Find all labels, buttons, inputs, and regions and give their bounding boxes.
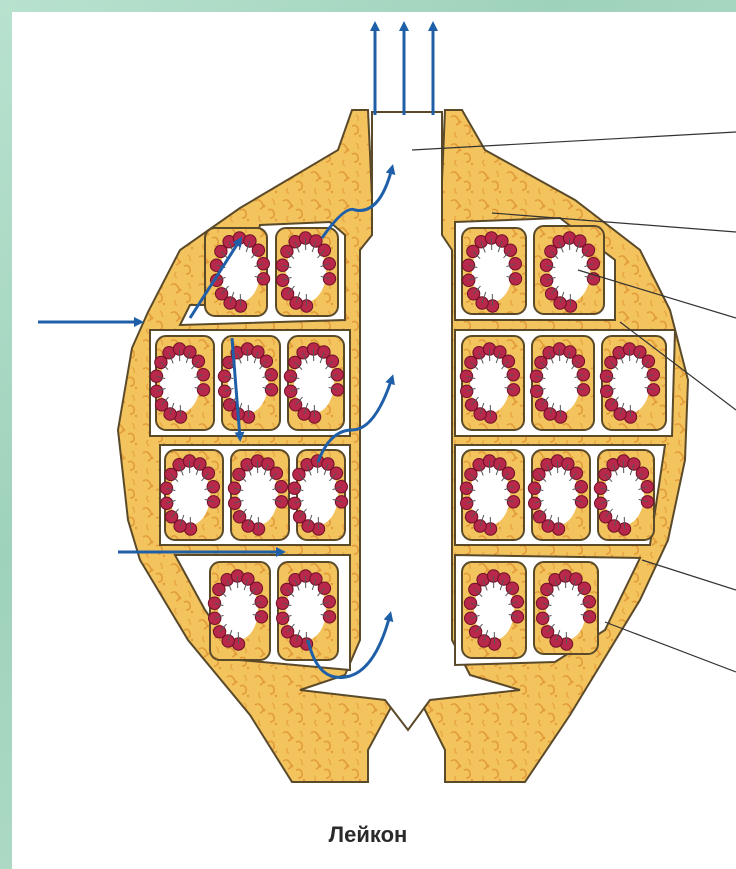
diagram-caption: Лейкон: [0, 822, 736, 848]
leader-line-canal: [605, 622, 736, 672]
leader-line-mesohyl: [642, 560, 736, 590]
